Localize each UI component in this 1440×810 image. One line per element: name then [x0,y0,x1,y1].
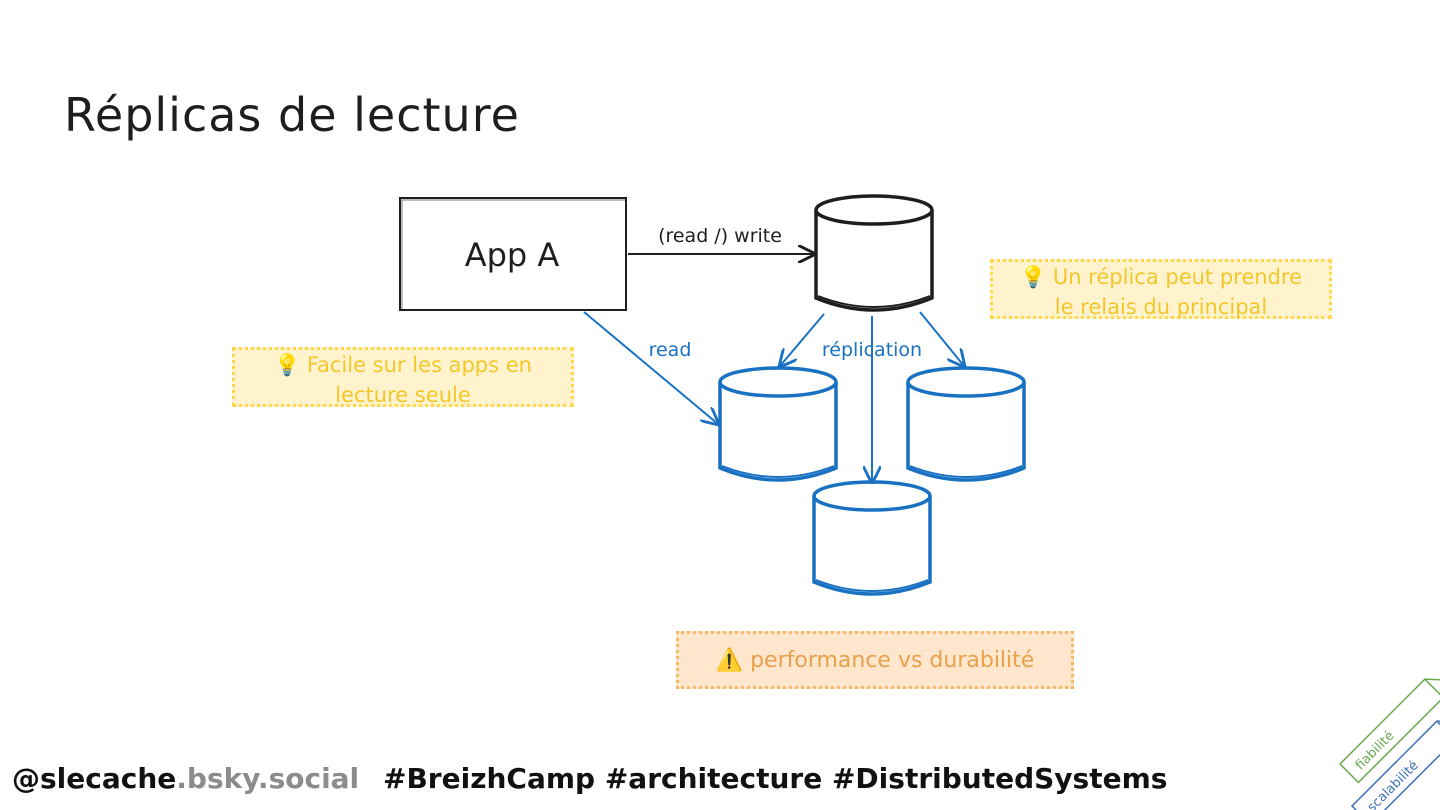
replication-label: réplication [822,339,922,361]
app-a-label: App A [465,236,560,274]
footer-handle-name: @slecache [12,762,177,795]
note-left-line2: lecture seule [335,383,471,407]
replication-arrow-right [919,311,964,366]
replica-database-right [906,366,1026,482]
read-arrow [583,311,718,424]
footer-handle: @slecache.bsky.social [12,762,359,795]
app-a-box [399,197,627,311]
primary-database [814,194,934,312]
slide-title: Réplicas de lecture [64,88,520,142]
read-label: read [649,339,692,361]
note-right-line2: le relais du principal [1054,295,1268,319]
footer-handle-domain: .bsky.social [176,762,360,795]
note-bottom-text: performance vs durabilité [750,648,1035,673]
replication-arrow-left [780,313,825,366]
corner-ribbons: fiabilité scalabilité [1338,678,1440,810]
warning-icon: ⚠️ [715,648,744,673]
note-performance-durability: ⚠️ performance vs durabilité [676,631,1074,689]
note-left-line1: Facile sur les apps en [306,353,532,377]
replica-database-bottom [812,480,932,596]
read-write-label: (read /) write [658,225,782,247]
replica-database-left [718,366,838,482]
note-read-only-apps: 💡 Facile sur les apps en lecture seule [232,347,574,407]
lightbulb-icon: 💡 [274,353,301,377]
lightbulb-icon: 💡 [1019,265,1047,289]
note-replica-failover: 💡 Un réplica peut prendre le relais du p… [990,259,1332,319]
footer-hashtags: #BreizhCamp #architecture #DistributedSy… [383,762,1168,795]
note-right-line1: Un réplica peut prendre [1052,265,1302,289]
